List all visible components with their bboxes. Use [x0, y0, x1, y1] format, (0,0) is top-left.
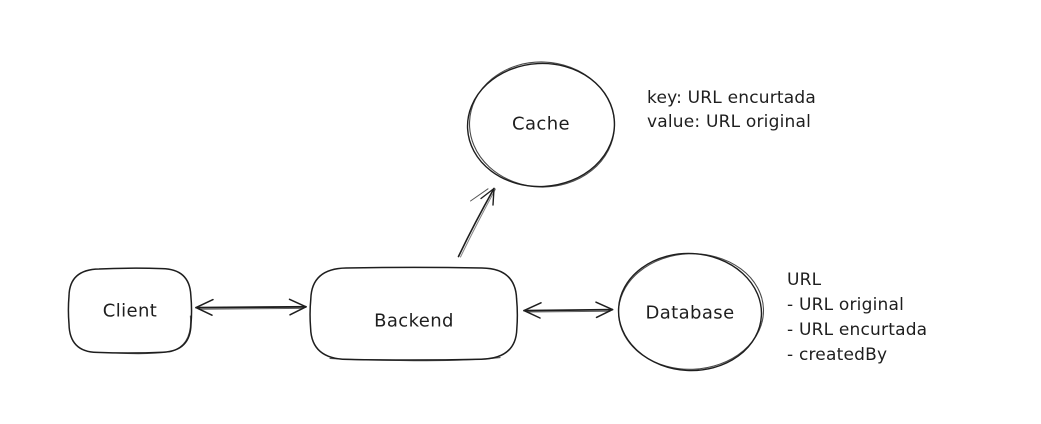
arrow-shaft-overdraw: [526, 310, 611, 313]
client-node-label: Client: [102, 300, 158, 322]
arrow-head: [195, 298, 214, 316]
database-node-label: Database: [645, 302, 735, 324]
backend-node-overdraw: [329, 357, 501, 362]
arrow-shaft: [457, 187, 495, 258]
database-node[interactable]: [616, 250, 766, 374]
arrow-head-overdraw: [470, 188, 489, 202]
arrow-shaft-overdraw: [460, 188, 496, 258]
database-annotation-line: - URL original: [787, 295, 905, 315]
arrow-head: [523, 302, 542, 319]
database-annotation-line: URL: [787, 270, 822, 290]
arrow-head: [288, 298, 307, 316]
cache-node[interactable]: [464, 60, 617, 191]
backend-database-arrow[interactable]: [523, 301, 614, 319]
cache-node-overdraw: [468, 61, 616, 188]
arrow-head: [480, 187, 495, 206]
cache-node-label: Cache: [512, 113, 570, 135]
arrow-shaft: [195, 305, 307, 309]
backend-cache-arrow[interactable]: [457, 187, 496, 258]
client-backend-arrow[interactable]: [195, 298, 307, 316]
arrow-shaft-overdraw: [198, 307, 304, 310]
cache-annotation-line: key: URL encurtada: [647, 88, 817, 108]
database-node-overdraw: [617, 253, 765, 370]
database-annotation-line: - createdBy: [787, 345, 888, 365]
client-node[interactable]: [67, 267, 193, 355]
backend-node-label: Backend: [374, 310, 454, 332]
arrow-shaft: [523, 308, 614, 312]
database-annotation[interactable]: URL - URL original - URL encurtada - cre…: [787, 268, 927, 368]
backend-node[interactable]: [309, 266, 519, 362]
cache-annotation-line: value: URL original: [647, 112, 812, 132]
cache-annotation[interactable]: key: URL encurtada value: URL original: [647, 86, 816, 134]
arrow-head: [595, 301, 614, 319]
database-annotation-line: - URL encurtada: [787, 320, 928, 340]
client-node-overdraw: [115, 315, 192, 355]
